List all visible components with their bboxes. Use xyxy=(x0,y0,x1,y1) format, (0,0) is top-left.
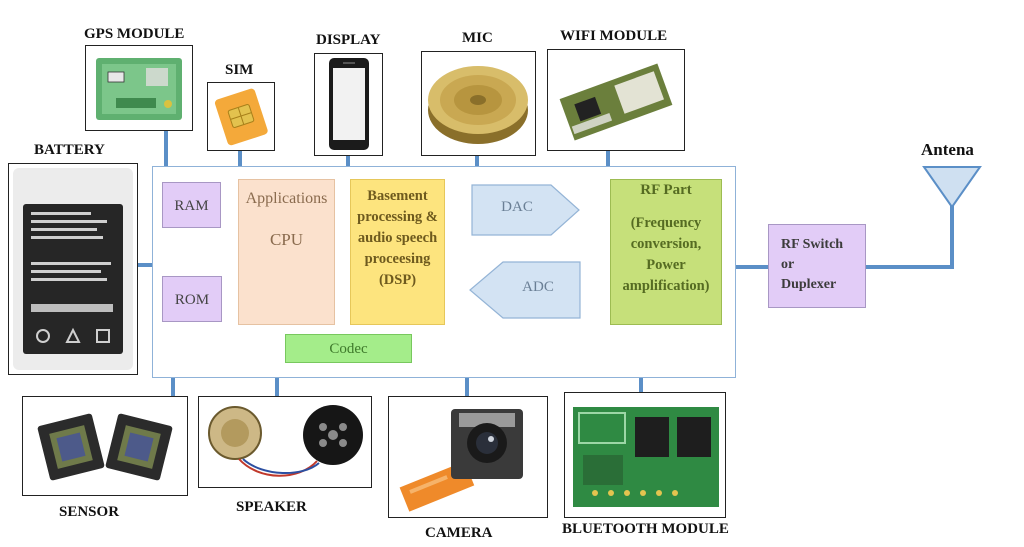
rf-switch-label: RF Switch or Duplexer xyxy=(781,237,844,292)
mic-image xyxy=(421,51,536,156)
mic-connector xyxy=(475,155,479,167)
applications-label: Applications xyxy=(245,190,328,207)
adc-label: ADC xyxy=(522,279,554,295)
rom-label: ROM xyxy=(174,292,210,308)
antenna-feed-horizontal xyxy=(865,265,952,269)
adc-arrow xyxy=(469,261,581,319)
bluetooth-module-label: BLUETOOTH MODULE xyxy=(562,521,729,537)
wifi-module-image xyxy=(547,49,685,151)
sim-image xyxy=(207,82,275,151)
camera-connector xyxy=(465,376,469,396)
display-image xyxy=(314,53,383,156)
sensor-connector xyxy=(171,376,175,396)
antenna-mast xyxy=(950,205,954,269)
gps-module-label: GPS MODULE xyxy=(84,26,185,42)
speaker-label: SPEAKER xyxy=(236,499,307,515)
antenna-icon xyxy=(922,166,982,209)
dac-arrow xyxy=(471,184,580,236)
rom-block: ROM xyxy=(162,276,222,322)
rf-part-label: RF Part xyxy=(640,182,692,198)
bluetooth-module-image xyxy=(564,392,726,518)
camera-image xyxy=(388,396,548,518)
ram-block: RAM xyxy=(162,182,221,228)
speaker-image xyxy=(198,396,372,488)
sensor-image xyxy=(22,396,188,496)
wifi-connector xyxy=(606,150,610,167)
dsp-label: Basement processing & audio speech proce… xyxy=(357,188,438,288)
display-label: DISPLAY xyxy=(316,32,381,48)
rf-part-block: RF Part (Frequency conversion, Power amp… xyxy=(610,179,722,325)
codec-label: Codec xyxy=(329,341,368,357)
display-connector xyxy=(346,155,350,167)
ram-label: RAM xyxy=(174,198,209,214)
sim-connector xyxy=(238,150,242,167)
dac-label: DAC xyxy=(501,199,533,215)
rf-switch-block: RF Switch or Duplexer xyxy=(768,224,866,308)
cpu-label: CPU xyxy=(269,230,304,249)
sensor-label: SENSOR xyxy=(59,504,120,520)
mobile-board: RAM ROM Applications CPU Basement proces… xyxy=(152,166,736,378)
rf-switch-connector xyxy=(734,265,768,269)
mic-label: MIC xyxy=(462,30,493,46)
rf-part-detail: (Frequency conversion, Power amplificati… xyxy=(622,215,710,294)
sim-label: SIM xyxy=(225,62,254,78)
wifi-module-label: WIFI MODULE xyxy=(560,28,668,44)
battery-image xyxy=(8,163,138,375)
bluetooth-connector xyxy=(639,376,643,392)
gps-connector xyxy=(164,130,168,167)
cpu-block: Applications CPU xyxy=(238,179,335,325)
gps-module-image xyxy=(85,45,193,131)
dsp-block: Basement processing & audio speech proce… xyxy=(350,179,445,325)
speaker-connector xyxy=(275,376,279,396)
codec-block: Codec xyxy=(285,334,412,363)
battery-label: BATTERY xyxy=(34,142,105,158)
antenna-label: Antena xyxy=(921,140,974,159)
camera-label: CAMERA xyxy=(425,525,493,541)
battery-connector xyxy=(137,263,153,267)
